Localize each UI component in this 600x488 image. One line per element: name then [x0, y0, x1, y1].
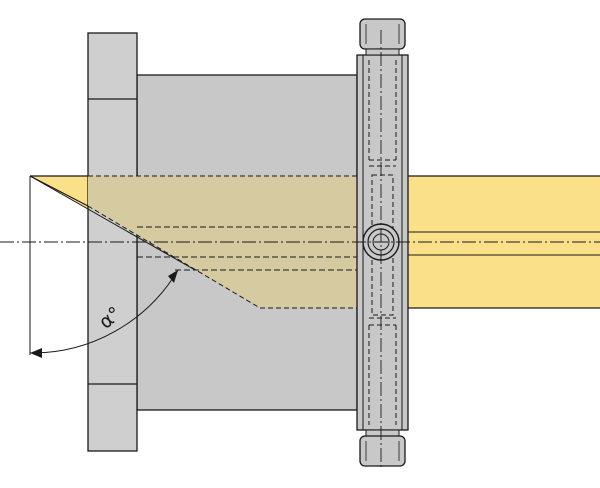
screw-head-top	[359, 18, 406, 56]
screw-head-bottom	[359, 429, 406, 467]
center-lines	[0, 30, 600, 470]
angle-construction	[29, 175, 196, 355]
bore-hidden-lines	[137, 226, 357, 271]
bore-visible-lines	[408, 231, 600, 256]
angle-arrowhead-left	[30, 348, 42, 358]
angle-arrowhead-right	[168, 270, 178, 283]
